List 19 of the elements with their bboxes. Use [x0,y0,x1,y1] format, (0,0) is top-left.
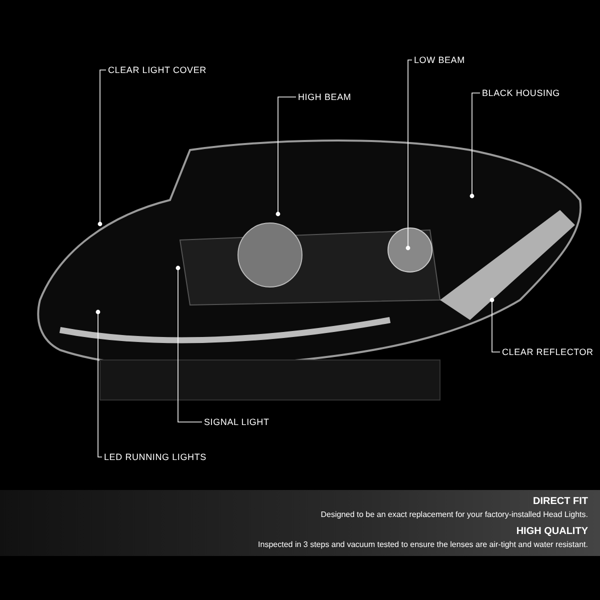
callout-label: CLEAR LIGHT COVER [108,64,206,76]
feature-description: Designed to be an exact replacement for your factory-installed Head Lights. [320,510,588,519]
info-banner [0,490,600,556]
leader-line [176,266,202,422]
leader-line [406,60,412,250]
leader-line [276,96,296,216]
feature-description: Inspected in 3 steps and vacuum tested to ensure the lenses are air-tight and water resistant. [258,540,588,549]
callout-label: LOW BEAM [414,54,465,66]
callout-label: BLACK HOUSING [482,87,560,99]
feature-heading: HIGH QUALITY [516,526,588,537]
leader-line [98,70,106,226]
leader-line [470,92,480,198]
leader-line [490,298,500,352]
feature-heading: DIRECT FIT [533,496,588,507]
leader-line [96,310,102,458]
callout-label: SIGNAL LIGHT [204,416,270,428]
callout-label: CLEAR REFLECTOR [502,346,594,358]
callout-label: HIGH BEAM [298,91,352,103]
callout-label: LED RUNNING LIGHTS [104,451,206,463]
